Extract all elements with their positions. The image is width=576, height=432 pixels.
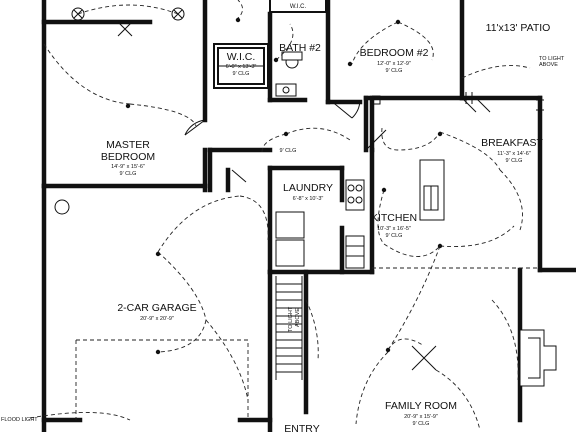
wic-dims: 6'-0" x 13'-3"	[226, 64, 257, 70]
garage-dims: 20'-9" x 20'-9"	[140, 316, 174, 322]
kitchen-name: KITCHEN	[371, 212, 417, 224]
breakfast-dims: 11'-3" x 14'-6"	[497, 151, 530, 157]
light-above-right-line2: ABOVE	[539, 62, 558, 68]
flood-light-label: FLOOD LIGHT	[1, 417, 38, 423]
ceiling-fan-icon	[411, 345, 437, 371]
bath2-name: BATH #2	[279, 42, 321, 54]
dryer-icon	[275, 239, 305, 267]
family-room-ceiling: 9' CLG	[413, 421, 430, 427]
family-room-dims: 20'-9" x 15'-9"	[404, 414, 438, 420]
wic-ceiling: 9' CLG	[233, 71, 250, 77]
wic-name: W.I.C.	[227, 51, 256, 63]
switches	[54, 17, 443, 355]
light-above-right-line1: TO LIGHT	[539, 56, 565, 62]
fixtures	[71, 7, 557, 387]
walls	[41, 0, 576, 432]
bedroom2-ceiling: 9' CLG	[386, 68, 403, 74]
master-bedroom-ceiling: 9' CLG	[120, 171, 137, 177]
garage-name: 2-CAR GARAGE	[117, 302, 196, 314]
kitchen-ceiling: 9' CLG	[386, 233, 403, 239]
wiring	[29, 0, 540, 431]
wic-top-name: W.I.C.	[290, 4, 307, 10]
laundry-dims: 6'-8" x 10'-3"	[293, 196, 324, 202]
light-above-stair-line2: ABOVE	[295, 308, 301, 327]
stairs-icon	[275, 276, 303, 380]
master-bedroom-dims: 14'-9" x 15'-6"	[111, 164, 145, 170]
master-bedroom-name-line2: BEDROOM	[101, 151, 155, 163]
washer-icon	[275, 211, 305, 239]
kitchen-dims: 10'-3" x 16'-5"	[377, 226, 411, 232]
range-icon	[345, 179, 365, 211]
pantry-icon	[345, 235, 365, 269]
laundry-name: LAUNDRY	[283, 182, 333, 194]
labels: MASTER BEDROOM 14'-9" x 15'-6" 9' CLG W.…	[1, 4, 565, 432]
fireplace-icon	[519, 329, 557, 387]
breakfast-ceiling: 9' CLG	[506, 158, 523, 164]
entry-name: ENTRY	[284, 423, 319, 432]
doors	[117, 21, 544, 183]
master-bedroom-name-line1: MASTER	[106, 139, 150, 151]
bedroom2-name: BEDROOM #2	[360, 47, 429, 59]
light-above-stair-line1: TO LIGHT	[288, 306, 294, 332]
patio-name: 11'x13' PATIO	[486, 22, 551, 34]
family-room-name: FAMILY ROOM	[385, 400, 457, 412]
hall-ceiling: 9' CLG	[280, 148, 297, 154]
bedroom2-dims: 12'-0" x 12'-9"	[377, 61, 411, 67]
breakfast-name: BREAKFAST	[481, 137, 543, 149]
